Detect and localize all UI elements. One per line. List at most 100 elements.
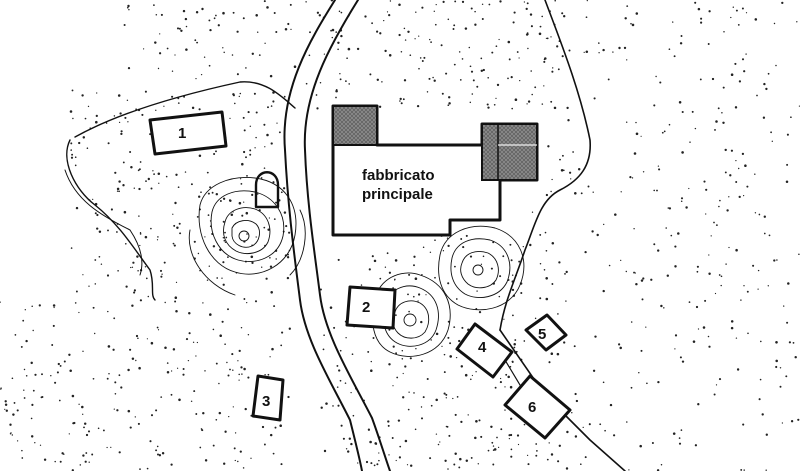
stipple-dot <box>190 183 193 186</box>
stipple-dot <box>373 259 377 263</box>
stipple-dot <box>236 30 239 33</box>
stipple-dot <box>316 107 319 110</box>
stipple-dot <box>511 360 514 363</box>
stipple-dot <box>509 385 513 389</box>
stipple-dot <box>57 362 60 366</box>
stipple-dot <box>95 120 98 124</box>
stipple-dot <box>204 236 206 238</box>
stipple-dot <box>268 217 271 219</box>
stipple-dot <box>626 5 629 7</box>
stipple-dot <box>395 314 397 316</box>
stipple-dot <box>568 49 571 52</box>
stipple-dot <box>156 239 159 241</box>
stipple-dot <box>155 13 158 16</box>
stipple-dot <box>703 180 706 183</box>
stipple-dot <box>545 37 548 40</box>
stipple-dot <box>69 110 73 113</box>
stipple-dot <box>434 276 436 279</box>
stipple-dot <box>82 454 85 457</box>
stipple-dot <box>78 141 81 145</box>
stipple-dot <box>239 178 242 180</box>
stipple-dot <box>242 467 245 469</box>
stipple-dot <box>737 24 740 26</box>
stipple-dot <box>565 270 568 274</box>
stipple-dot <box>663 307 665 309</box>
stipple-dot <box>352 414 355 417</box>
stipple-dot <box>88 285 90 287</box>
stipple-dot <box>447 282 450 285</box>
stipple-dot <box>138 168 141 171</box>
stipple-dot <box>234 432 237 434</box>
stipple-dot <box>470 70 474 73</box>
stipple-dot <box>200 73 203 76</box>
stipple-dot <box>212 245 216 248</box>
stipple-dot <box>453 24 456 27</box>
stipple-dot <box>113 115 116 117</box>
stipple-dot <box>448 434 451 437</box>
stipple-dot <box>69 369 72 373</box>
stipple-dot <box>218 382 220 385</box>
stipple-dot <box>229 368 231 371</box>
stipple-dot <box>125 285 128 288</box>
stipple-dot <box>558 444 561 447</box>
stipple-dot <box>96 213 99 217</box>
stipple-dot <box>653 243 656 246</box>
stipple-dot <box>136 255 139 258</box>
stipple-dot <box>561 12 564 15</box>
stipple-dot <box>195 77 197 80</box>
stipple-dot <box>653 104 656 107</box>
stipple-dot <box>155 449 158 452</box>
stipple-dot <box>570 178 572 180</box>
stipple-dot <box>350 442 353 446</box>
stipple-dot <box>339 78 342 81</box>
stipple-dot <box>511 107 513 110</box>
stipple-dot <box>96 92 98 94</box>
stipple-dot <box>208 19 211 22</box>
stipple-dot <box>695 305 699 309</box>
stipple-dot <box>673 55 676 58</box>
stipple-dot <box>25 339 28 343</box>
stipple-dot <box>74 302 77 304</box>
stipple-dot <box>249 149 252 152</box>
stipple-dot <box>74 164 77 167</box>
stipple-dot <box>561 55 564 58</box>
stipple-dot <box>783 305 785 307</box>
stipple-dot <box>124 116 127 119</box>
stipple-dot <box>187 359 190 362</box>
stipple-dot <box>771 140 773 142</box>
stipple-dot <box>32 389 35 392</box>
stipple-dot <box>145 180 147 183</box>
stipple-dot <box>492 449 495 451</box>
stipple-dot <box>161 452 165 455</box>
stipple-dot <box>717 107 720 110</box>
stipple-dot <box>130 166 133 169</box>
stipple-dot <box>635 12 639 15</box>
stipple-dot <box>444 459 447 462</box>
stipple-dot <box>239 450 242 453</box>
stipple-dot <box>594 335 597 338</box>
stipple-dot <box>233 447 236 450</box>
stipple-dot <box>207 214 210 216</box>
stipple-dot <box>82 274 84 276</box>
stipple-dot <box>467 414 469 416</box>
stipple-dot <box>461 58 464 60</box>
stipple-dot <box>87 105 90 108</box>
stipple-dot <box>286 256 290 259</box>
stipple-dot <box>5 409 8 412</box>
stipple-dot <box>244 407 247 411</box>
stipple-dot <box>348 437 351 440</box>
stipple-dot <box>404 365 407 368</box>
stipple-dot <box>264 42 266 44</box>
stipple-dot <box>206 171 209 174</box>
stipple-dot <box>139 231 142 234</box>
stipple-dot <box>580 463 582 466</box>
stipple-dot <box>238 379 240 381</box>
stipple-dot <box>758 398 761 401</box>
stipple-dot <box>133 291 136 294</box>
stipple-dot <box>529 13 533 16</box>
stipple-dot <box>174 54 176 56</box>
stipple-dot <box>497 446 500 449</box>
stipple-dot <box>638 371 640 374</box>
stipple-dot <box>779 367 782 369</box>
stipple-dot <box>526 32 529 35</box>
